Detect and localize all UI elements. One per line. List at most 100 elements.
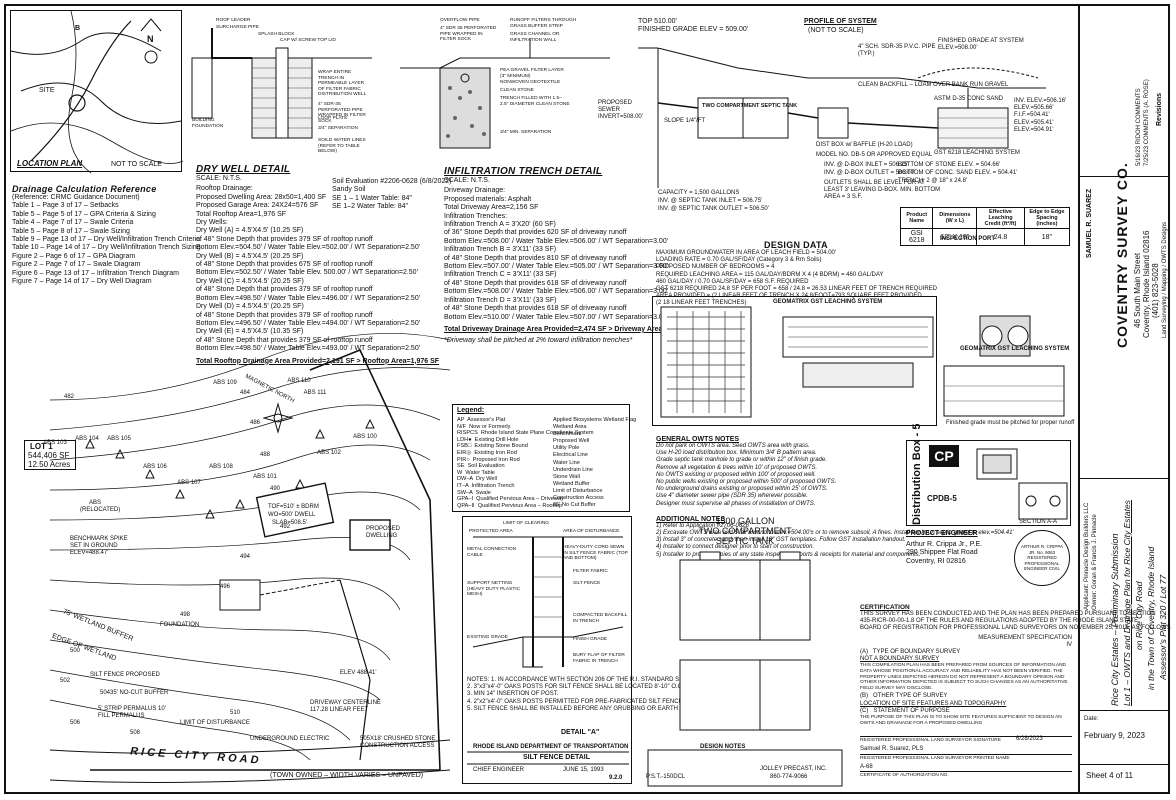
design-data-line: MAXIMUM GROUNDWATER IN AREA OF LEACH FIE… (656, 250, 837, 256)
infiltration-lines: Driveway Drainage:Proposed materials: As… (444, 187, 669, 322)
cert-compilation: THIS COMPILATION PLAN HAS BEEN PREPARED … (860, 663, 1068, 691)
construction-access: 505X18' CRUSHED STONE CONSTRUCTION ACCES… (360, 736, 436, 750)
dry-well-callout: SOILD WATER LINES (REFER TO TABLE BELOW) (318, 138, 366, 155)
cert-title: CERTIFICATION (860, 604, 910, 611)
infiltration-callout: 3/4" MIN. SEPARATION (500, 130, 552, 135)
additional-note-line: 4) Installer to connect designer prior t… (656, 544, 815, 551)
product-table-header: Edge to Edge Spacing (inches) (1023, 207, 1071, 229)
soil-evaluation: Soil Evaluation #2206-0628 (6/8/2022)San… (332, 178, 451, 212)
infiltration-callout: GRASS CHANNEL OR INFILTRATION WALL (510, 32, 560, 43)
legend-item: RISPCS Rhode Island State Plane Coordina… (457, 430, 594, 437)
wetland-flag-label: ABS 104 (75, 436, 99, 442)
infiltration-line: Infiltration Trench A = 3'X20' (60 SF) (444, 221, 556, 229)
dry-well-scale: SCALE: N.T.S. (196, 175, 242, 182)
product-table-cell: 18" (1023, 228, 1071, 246)
lot-area: 544,406 SF (28, 451, 70, 460)
cert-item-b: (B) OTHER TYPE OF SURVEY (860, 693, 948, 700)
no-cut-buffer: 35' NO-CUT BUFFER (110, 690, 169, 696)
infiltration-callout: 4" SDR 35 PERFORATED PIPE WRAPPED IN FIL… (440, 26, 497, 43)
silt-fence-label: SILT FENCE (573, 581, 601, 586)
infiltration-line: of 48" Stone Depth that provides 810 SF … (444, 254, 627, 262)
profile-elev: ELEV.=505.66' (1014, 105, 1054, 112)
dry-well-line: Rooftop Drainage: (196, 185, 253, 193)
contour-label: 506 (70, 720, 81, 726)
silt-fence-drawing (467, 536, 629, 765)
contour-label: 486 (250, 420, 261, 426)
drainage-reference-line: Figure 7 – Page 14 of 17 – Dry Well Diag… (12, 278, 152, 286)
cert-name-label: REGISTERED PROFESSIONAL LAND SURVEYOR PR… (860, 753, 1072, 762)
drainage-reference-line: Table 4 – Page 7 of 17 – Swale Criteria (12, 219, 134, 227)
legend-item: AP Assessor's Plat (457, 417, 506, 423)
legend-item: Electrical Line (553, 452, 588, 459)
wetland-flag-label: ABS 102 (317, 450, 341, 456)
dry-well-line: Dry Well (B) = 4.5'X4.5' (20.25 SF) (196, 252, 304, 260)
cert-item-c: (C) STATEMENT OF PURPOSE (860, 707, 950, 714)
infiltration-line: Proposed materials: Asphalt (444, 195, 532, 203)
dry-well-line: Bottom Elev.=496.50' / Water Table Elev.… (196, 319, 421, 327)
engineer-seal (1014, 530, 1070, 586)
wetland-flag-label: ABS (RELOCATED) (80, 500, 121, 514)
site-plan: LOT 1 544,406 SF 12.50 Acres RICE CITY R… (10, 332, 451, 790)
infiltration-line: Infiltration Trench B = 3'X11' (33 SF) (444, 246, 557, 254)
product-table-header: Product Name (899, 207, 934, 229)
design-data-line: 460 GAL/DAY / 0.70 GAL/SF/DAY = 658 S.F.… (656, 278, 809, 285)
soil-eval-line: SE 1–2 Water Table: 84" (332, 203, 409, 211)
infiltration-total: Total Driveway Drainage Area Provided=2,… (444, 325, 695, 333)
surveyor-stamp: SAMUEL R. SUAREZ (1086, 188, 1093, 258)
design-data-line: (2 18 LINEAR FEET TRENCHES) (656, 300, 747, 307)
silt-fence-label: BURY FLAP OF FILTER FABRIC IN TRENCH (573, 653, 625, 664)
septic-title-3: SEPTIC TANK (715, 536, 775, 546)
dry-well-line: Dry Well (E) = 4.5'X4.5' (10.35 SF) (196, 328, 304, 336)
silt-fence-label: FINISH GRADE (573, 637, 608, 642)
design-data-line: PROPOSED NUMBER OF BEDROOMS = 4 (656, 264, 775, 271)
cert-sig-date: 6/28/2023 (1016, 736, 1043, 742)
dry-well-line: Bottom Elev.=498.50' / Water Table Elev.… (196, 345, 421, 353)
drainage-reference: Drainage Calculation Reference (Referenc… (12, 184, 201, 286)
infiltration-line: Bottom Elev.=507.00' / Water Table Elev.… (444, 263, 669, 271)
engineer-seal-text: ARTHUR R. CRIPPA JR. No. 9063 REGISTERED… (1020, 544, 1064, 571)
cert-sig-label: REGISTERED PROFESSIONAL LAND SURVEYOR SI… (860, 738, 1001, 744)
dry-well-callout: DISTRIBUTION WELL (318, 92, 367, 97)
contour-label: 504 (100, 690, 111, 696)
legend-item: 35' No Cut Buffer (553, 502, 596, 509)
design-data-title: DESIGN DATA (764, 240, 828, 250)
gst-label-b: GEOMATRIX GST LEACHING SYSTEM (960, 346, 1070, 352)
profile-tank-inlet: INV. @ SEPTIC TANK INLET = 506.75' (658, 198, 763, 204)
wetland-flag-label: ABS 101 (253, 474, 277, 480)
cert-item-a: (A) TYPE OF BOUNDARY SURVEY (860, 649, 961, 656)
dry-well-line: Dry Well (D) = 4.5'X4.5' (20.25 SF) (196, 303, 304, 311)
owner: Owner: Goran & Francis J. Pinnacle (1092, 514, 1098, 610)
drainage-reference-line: Table 5 – Page 8 of 17 – Swale Sizing (12, 227, 130, 235)
profile-leaching: ASTM D-35 CONC SAND (934, 96, 1004, 102)
dry-well-line: Bottom Elev.=504.50' / Water Table Elev.… (196, 244, 421, 252)
drainage-reference-line: Figure 2 – Page 6 of 17 – GPA Diagram (12, 252, 136, 260)
septic-tank-detail: 1500 GALLON TWO COMPARTMENT SEPTIC TANK … (640, 516, 850, 787)
silt-fence-label: PROTECTED AREA (469, 529, 513, 534)
dry-well-line: Proposed Dwelling Area: 28x50=1,400 SF (196, 193, 327, 201)
contour-label: 482 (64, 394, 75, 400)
rev-1: 5/16/23 RIDOH COMMENTS (1136, 88, 1142, 166)
dry-well-title: DRY WELL DETAIL (196, 164, 291, 175)
dry-well-line: Bottom Elev.=498.50' / Water Table Elev.… (196, 294, 421, 302)
tof: TOF=510' ± BDRM (268, 504, 319, 510)
dry-well-line: Dry Well (C) = 4.5'X4.5' (20.25 SF) (196, 277, 304, 285)
wo: WO=500' DWELL (268, 512, 316, 518)
soil-eval-line: SE 1 – 1 Water Table: 84" (332, 194, 412, 202)
arrow-elev: ELEV 488.41' (340, 670, 377, 676)
silt-fence-sig: CHIEF ENGINEER (473, 767, 525, 773)
project-engineer: PROJECT ENGINEER Arthur R. Crippa Jr., P… (906, 530, 1071, 600)
company-phone: (401) 823-5028 (1151, 263, 1160, 318)
cert-text-line: THIS SURVEY HAS BEEN CONDUCTED AND THE P… (860, 611, 1156, 617)
infiltration-section (400, 38, 610, 149)
contour-label: 500 (70, 648, 81, 654)
dry-well-callout: WRAP ENTIRE TRENCH IN PERMEABLE LAYER OF… (318, 70, 365, 92)
profile-trench: TRENCH: 2 @ 18" x 24.8' (898, 178, 968, 184)
north-label: N (147, 34, 154, 44)
general-note-line: No public wells existing or proposed wit… (656, 479, 837, 486)
contour-label: 496 (220, 584, 231, 590)
silt-fence-label: FILTER FABRIC (573, 569, 608, 574)
legend-title: Legend: (457, 407, 485, 414)
legend-item: Limit of Disturbance (553, 487, 603, 494)
